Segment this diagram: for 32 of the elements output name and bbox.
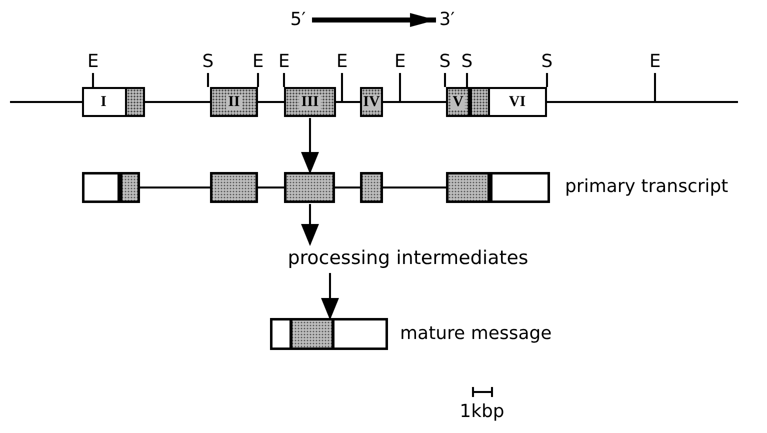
restriction-site-label: E <box>278 53 290 71</box>
transcript-label: primary transcript <box>565 178 728 196</box>
restriction-site-label: S <box>202 53 214 71</box>
exon-box <box>82 87 145 117</box>
arrow <box>321 273 339 320</box>
restriction-site-label: E <box>649 53 661 71</box>
exon-numeral: V <box>450 94 466 110</box>
step-label: processing intermediates <box>288 248 528 268</box>
exon-box <box>360 87 383 117</box>
exon-box <box>284 87 336 117</box>
arrow <box>301 118 319 174</box>
restriction-site-label: S <box>541 53 553 71</box>
exon-numeral: IV <box>362 94 381 110</box>
restriction-site-label: E <box>252 53 264 71</box>
restriction-site-label: S <box>461 53 473 71</box>
strand-end-label: 3′ <box>439 11 455 29</box>
exon-box <box>470 87 547 117</box>
exon-numeral: II <box>226 94 242 110</box>
mature-message-label: mature message <box>400 325 552 343</box>
restriction-site-label: E <box>87 53 99 71</box>
exon-box <box>446 87 470 117</box>
restriction-site-label: E <box>394 53 406 71</box>
mature-message-drawing <box>270 318 388 350</box>
restriction-site-label: E <box>336 53 348 71</box>
exon-box <box>210 87 258 117</box>
scale-label: 1kbp <box>460 403 504 421</box>
exon-numeral: VI <box>506 94 528 110</box>
transcript-drawing <box>82 172 550 203</box>
strand-end-label: 5′ <box>290 11 306 29</box>
restriction-site-label: S <box>439 53 451 71</box>
arrow <box>301 204 319 246</box>
exon-numeral: III <box>299 94 321 110</box>
